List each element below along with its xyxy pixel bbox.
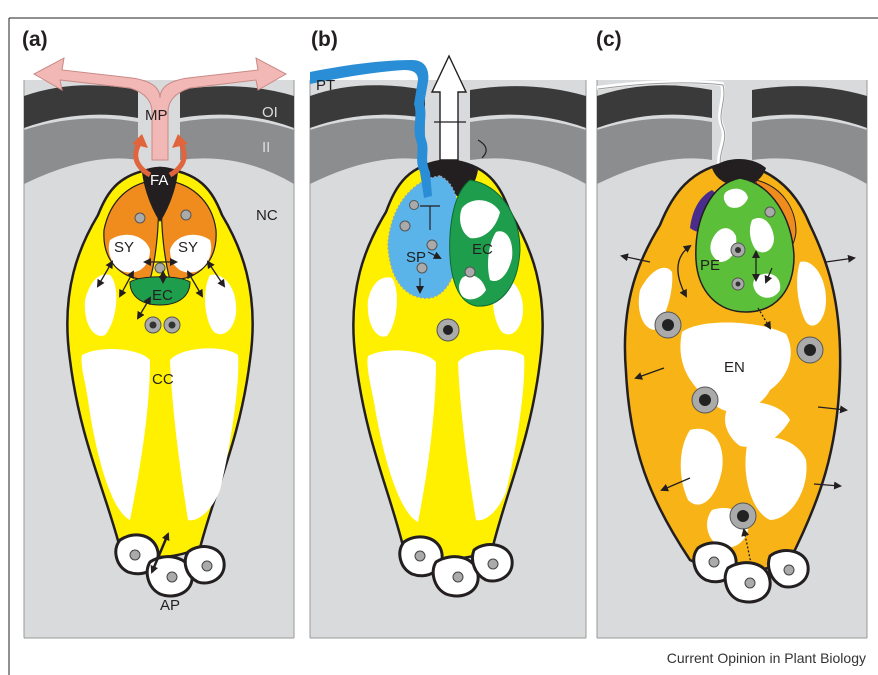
panel-b-central-nucleolus <box>443 325 453 335</box>
panel-a: (a) <box>22 28 294 638</box>
panel-b-nucleus-1 <box>410 201 419 210</box>
panel-b-nucleus-2 <box>400 221 410 231</box>
panel-c-label-en: EN <box>724 359 745 376</box>
panel-a-synergid-nucleus-right <box>181 210 191 220</box>
panel-a-polar-nucleolus-2 <box>169 322 176 329</box>
panel-b-label-pt: PT <box>316 77 335 94</box>
panel-b-label-sp: SP <box>406 249 426 266</box>
panel-b-label-ec: EC <box>472 241 493 258</box>
panel-a-label-ap: AP <box>160 597 180 614</box>
panel-a-label-ec: EC <box>152 287 173 304</box>
panel-a-synergid-nucleus-left <box>135 213 145 223</box>
panel-a-label-sy-left: SY <box>114 239 134 256</box>
panel-a-letter: (a) <box>22 28 48 51</box>
panel-c-synergid-nucleus <box>765 207 775 217</box>
panel-a-label-nc: NC <box>256 207 278 224</box>
panel-b: (b) <box>310 28 586 638</box>
panel-a-label-sy-right: SY <box>178 239 198 256</box>
panel-c-label-pe: PE <box>700 257 720 274</box>
panel-c-proembryo-nucleolus-1 <box>735 247 741 253</box>
panel-a-label-oi: OI <box>262 104 278 121</box>
panel-a-label-ii: II <box>262 139 270 156</box>
panel-c-proembryo-nucleolus-2 <box>736 282 741 287</box>
source-credit: Current Opinion in Plant Biology <box>667 650 866 666</box>
panel-c: (c) <box>596 28 867 638</box>
panel-a-egg-nucleus <box>155 263 165 273</box>
panel-a-label-mp: MP <box>145 107 168 124</box>
panel-b-sperm-1 <box>427 240 437 250</box>
panel-b-letter: (b) <box>311 28 338 51</box>
panel-c-letter: (c) <box>596 28 622 51</box>
panel-a-label-cc: CC <box>152 371 174 388</box>
panel-a-polar-nucleolus-1 <box>150 322 157 329</box>
panel-a-label-fa: FA <box>150 172 168 189</box>
panel-b-egg-nucleus <box>465 267 475 277</box>
